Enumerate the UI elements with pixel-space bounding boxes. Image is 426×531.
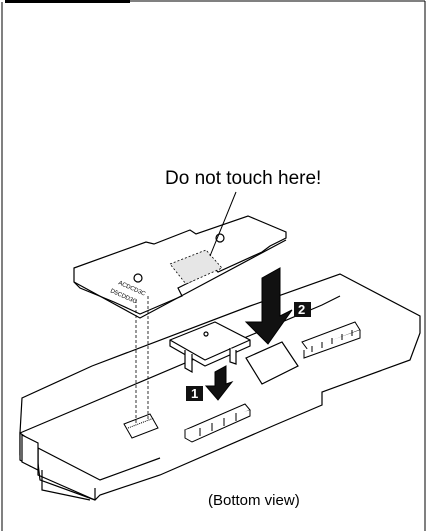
step-label-1: 1 [191, 386, 198, 401]
step-label-2: 2 [298, 302, 305, 317]
view-caption: (Bottom view) [208, 492, 300, 509]
step-badge-2: 2 [294, 302, 311, 317]
daughter-card: ACDCD3C D5CDD3C [74, 216, 286, 318]
no-touch-callout: Do not touch here! [165, 168, 321, 190]
step-badge-1: 1 [186, 386, 203, 401]
